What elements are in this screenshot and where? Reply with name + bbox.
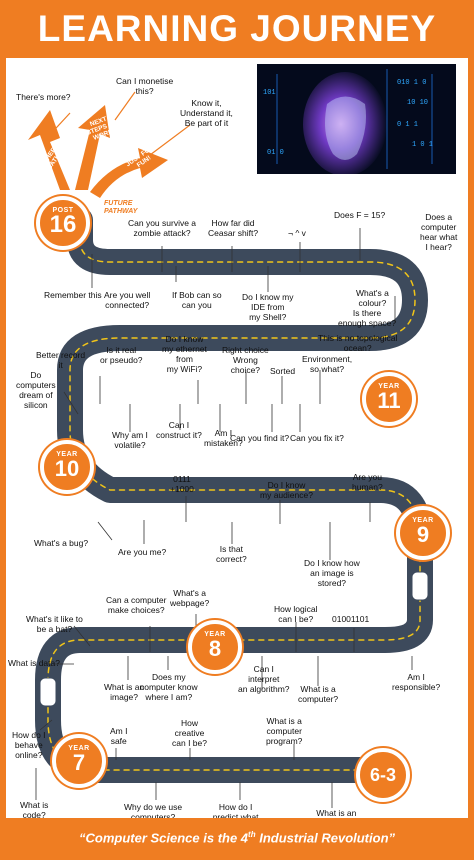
badge-label: YEAR <box>412 517 434 524</box>
question-program: What is a computer program? <box>266 716 303 746</box>
footer-bar <box>0 818 474 860</box>
badge-number: 9 <box>416 522 430 547</box>
badge-number: 7 <box>72 750 86 775</box>
question-behave-online: How do I behave online? <box>12 730 46 760</box>
question-sorted: Sorted <box>270 366 296 376</box>
question-image-stored: Do I know how an image is stored? <box>304 558 360 588</box>
question-record-it: Better record it <box>36 350 86 370</box>
just-for-fun-arrow <box>90 148 168 198</box>
badge-label: YEAR <box>204 631 226 638</box>
question-code: What is code? <box>20 800 49 820</box>
question-responsible: Am I responsible? <box>392 672 441 692</box>
question-audience: Do I know my audience? <box>260 480 313 500</box>
footer-quote-sup: th <box>248 830 256 839</box>
badge-label: YEAR <box>56 451 78 458</box>
footer-quote-prefix: “Computer Science is the 4 <box>78 830 249 846</box>
question-find-it: Can you find it? <box>230 433 290 443</box>
question-ceasar: How far did Ceasar shift? <box>208 218 259 238</box>
badge-number: 6-3 <box>369 765 396 785</box>
badge-number: 8 <box>208 636 222 661</box>
robot-face-image: 010 1 0 10 10 0 1 1 1 0 1 101 01 0 <box>257 64 456 174</box>
question-construct: Can I construct it? <box>156 420 202 440</box>
badge-label: POST <box>52 207 74 214</box>
svg-text:101: 101 <box>263 89 276 97</box>
question-safe: Am I safe <box>110 726 128 746</box>
question-bug: What's a bug? <box>34 538 89 548</box>
question-environment: Environment, so what? <box>302 354 353 374</box>
question-fix-it: Can you fix it? <box>290 433 344 443</box>
svg-text:1 0 1: 1 0 1 <box>412 141 433 149</box>
car-icon <box>39 571 429 707</box>
badge-year7: YEAR 7 <box>52 734 106 788</box>
badge-label: YEAR <box>378 383 400 390</box>
question-binary-add: 0111 +1000 <box>170 474 194 494</box>
question-make-choices: Can a computer make choices? <box>106 595 167 615</box>
question-interpret: Can I interpret an algorithm? <box>238 664 290 694</box>
question-ide: Do I know my IDE from my Shell? <box>242 292 294 322</box>
question-bob: If Bob can so can you <box>172 290 222 310</box>
question-monetise: Can I monetise this? <box>116 76 174 96</box>
next-steps-arrow <box>75 105 110 190</box>
question-know-it: Know it, Understand it, Be part of it <box>180 98 233 128</box>
question-mistaken: Am I mistaken? <box>204 428 243 448</box>
question-xor: ¬ ^ v <box>288 228 306 238</box>
question-use-computers: Why do we use computers? <box>124 802 183 822</box>
badge-year6-3: 6-3 <box>356 748 410 802</box>
question-binary: 01001101 <box>332 614 370 624</box>
question-hear-what: Does a computer hear what I hear? <box>420 212 458 252</box>
question-dream-silicon: Do computers dream of silicon <box>16 370 56 410</box>
footer-quote-suffix: Industrial Revolution” <box>255 830 396 846</box>
future-pathway-label: FUTURE PATHWAY <box>104 200 138 215</box>
badge-number: 16 <box>49 211 77 238</box>
question-webpage: What's a webpage? <box>170 588 210 608</box>
badge-year10: YEAR 10 <box>40 440 94 494</box>
question-creative: How creative can I be? <box>172 718 207 748</box>
question-does-f: Does F = 15? <box>334 210 386 220</box>
question-real-pseudo: Is it real or pseudo? <box>100 345 143 365</box>
svg-text:010 1 0: 010 1 0 <box>397 79 426 87</box>
question-what-computer: What is a computer? <box>298 684 339 704</box>
question-human: Are you human? <box>352 472 383 492</box>
badge-year9: YEAR 9 <box>396 506 450 560</box>
badge-label: YEAR <box>68 745 90 752</box>
question-topological: This is no topological ocean? <box>318 333 398 353</box>
question-enough-space: Is there enough space? <box>338 308 397 328</box>
svg-text:10 10: 10 10 <box>407 99 428 107</box>
question-remember: Remember this <box>44 290 102 300</box>
svg-text:01 0: 01 0 <box>267 149 284 157</box>
question-logical: How logical can I be? <box>274 604 318 624</box>
further-education-arrow <box>28 110 70 190</box>
badge-year8: YEAR 8 <box>188 620 242 674</box>
question-an-image: What is an image? <box>104 682 145 702</box>
question-well-connected: Are you well connected? <box>104 290 151 310</box>
question-are-you-me: Are you me? <box>118 547 167 557</box>
badge-number: 10 <box>54 456 80 481</box>
question-data: What is data? <box>8 658 60 668</box>
question-correct: Is that correct? <box>216 544 247 564</box>
header-bar <box>0 0 474 58</box>
question-theres-more: There's more? <box>16 92 71 102</box>
question-where-i-am: Does my computer know where I am? <box>140 672 198 702</box>
page-title: LEARNING JOURNEY <box>37 8 437 49</box>
badge-post16: POST 16 <box>36 196 90 250</box>
question-bat: What's it like to be a bat? <box>26 614 83 634</box>
badge-year11: YEAR 11 <box>362 372 416 426</box>
question-volatile: Why am I volatile? <box>112 430 148 450</box>
badge-number: 11 <box>377 388 401 413</box>
question-ethernet: Do I know my ethernet from my WiFi? <box>162 334 207 374</box>
svg-text:0 1 1: 0 1 1 <box>397 121 418 129</box>
footer-quote: “Computer Science is the 4th Industrial … <box>0 830 474 845</box>
question-right-choice: Right choice Wrong choice? <box>222 345 269 375</box>
question-colour: What's a colour? <box>356 288 389 308</box>
question-zombie: Can you survive a zombie attack? <box>128 218 197 238</box>
